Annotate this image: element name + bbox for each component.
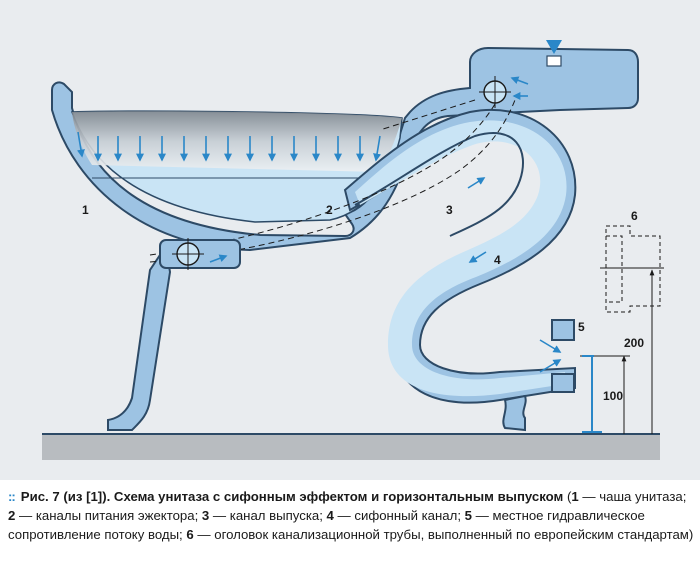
caption-item-6-text: — оголовок канализационной трубы, выполн… — [193, 527, 694, 542]
caption-bullet: :: — [8, 489, 16, 504]
outlet-foot — [502, 394, 527, 432]
figure-caption: ::Рис. 7 (из [1]). Схема унитаза с сифон… — [8, 489, 694, 542]
dim-100-label: 100 — [603, 389, 623, 403]
sewer-pipe-head — [605, 225, 661, 313]
label-5: 5 — [578, 320, 585, 334]
label-2: 2 — [326, 203, 333, 217]
outlet-upper-lip — [551, 319, 575, 341]
rim-flow-arrows — [77, 131, 381, 162]
channel-flow-arrows — [209, 76, 562, 373]
bowl-inner-surface — [72, 111, 402, 172]
caption-item-4-text: — сифонный канал; — [333, 508, 465, 523]
dim-200-label: 200 — [624, 336, 644, 350]
caption-item-3-num: 3 — [201, 508, 210, 523]
outlet-lower-lip — [551, 373, 575, 393]
caption-item-2-num: 2 — [8, 508, 16, 523]
caption-item-1-num: 1 — [571, 489, 579, 504]
toilet-diagram-panel: 1 2 3 4 5 6 200 100 — [0, 0, 700, 480]
caption-item-5-text: — местное гидравлическое сопротивление п… — [8, 508, 645, 542]
caption-item-5-num: 5 — [464, 508, 473, 523]
label-6: 6 — [631, 209, 638, 223]
outlet-axis-marker — [582, 355, 602, 433]
caption-title: Рис. 7 (из [1]). Схема унитаза с сифонны… — [20, 489, 564, 504]
caption-item-4-num: 4 — [326, 508, 334, 523]
siphon-divider — [354, 132, 524, 237]
label-3: 3 — [446, 203, 453, 217]
pedestal-leg — [107, 253, 172, 431]
label-1: 1 — [82, 203, 89, 217]
ejector-nozzle-lower — [159, 238, 241, 270]
caption-item-2-text: — каналы питания эжектора; — [15, 508, 202, 523]
toilet-diagram: 1 2 3 4 5 6 200 100 — [42, 40, 664, 460]
caption-item-6-num: 6 — [186, 527, 194, 542]
label-4: 4 — [494, 253, 501, 267]
ejector-nozzle-upper — [479, 76, 511, 108]
water-inlet-marker — [546, 40, 562, 67]
floor — [42, 434, 660, 460]
siphon-water — [355, 120, 567, 397]
caption-item-3-text: — канал выпуска; — [209, 508, 327, 523]
caption-item-1-text: — чаша унитаза; — [578, 489, 687, 504]
